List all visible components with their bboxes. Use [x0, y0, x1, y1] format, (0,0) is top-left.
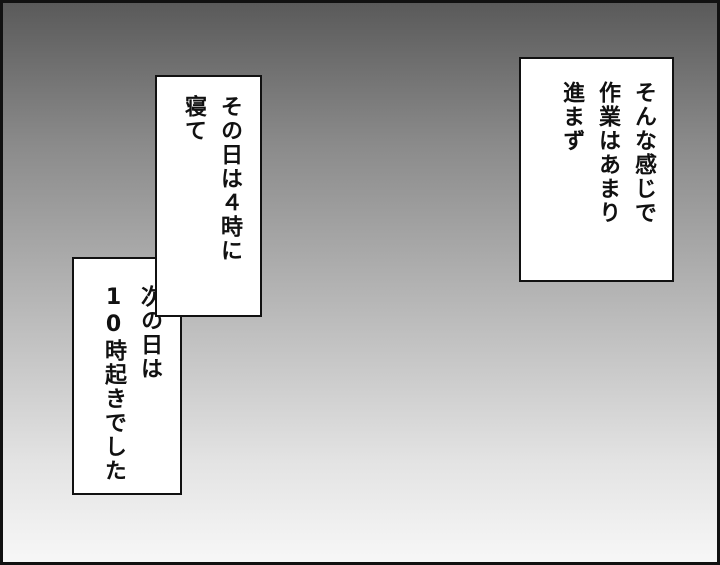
caption-line: 10時起きでした — [101, 285, 126, 483]
caption-line: そんな感じで — [631, 81, 656, 225]
caption-line: 作業はあまり — [595, 81, 620, 225]
caption-line: その日は４時に — [217, 95, 242, 263]
caption-box-joint — [157, 259, 180, 315]
caption-line: 寝て — [181, 95, 206, 143]
caption-line: 進まず — [559, 81, 584, 153]
caption-box-right: そんな感じで 作業はあまり 進まず — [519, 57, 674, 282]
